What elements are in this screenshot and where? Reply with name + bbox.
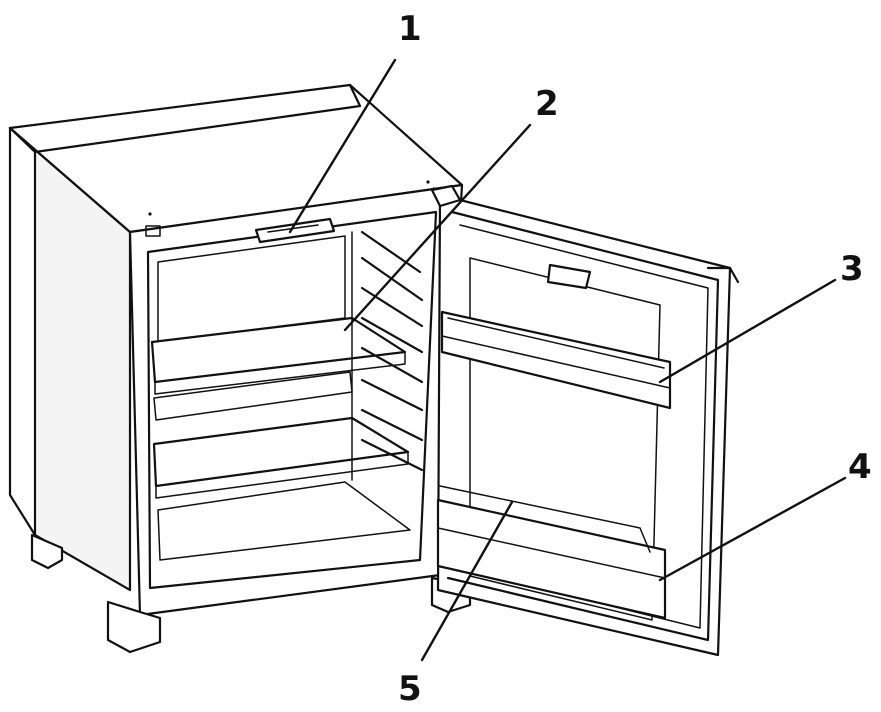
top-edge-line [33, 104, 362, 154]
leader-1 [288, 58, 397, 234]
foot-front-left [106, 600, 162, 654]
top-back-corner [348, 83, 362, 108]
door [430, 184, 740, 657]
callout-1: 1 [398, 9, 422, 49]
shelf-upper-edge [154, 351, 406, 395]
door-shelf-lower [436, 498, 667, 620]
leader-lines [288, 58, 847, 662]
door-gasket-outer [446, 210, 720, 642]
interior [146, 210, 438, 590]
callout-2: 2 [535, 84, 559, 124]
door-shelf-lower-bar [439, 485, 651, 553]
dot-marker [148, 212, 152, 216]
hinge-marker-left [145, 225, 161, 237]
door-shelf-upper-front [441, 335, 671, 389]
door-handle-top [706, 266, 740, 284]
dot-marker [426, 180, 430, 184]
callout-labels: 1 2 3 4 5 [398, 9, 872, 709]
leader-5 [420, 500, 514, 662]
shelf-lower-edge [155, 451, 409, 499]
door-latch [546, 263, 592, 290]
door-hinge-top [430, 184, 462, 208]
leader-3 [658, 278, 837, 384]
door-liner [469, 257, 661, 621]
door-shelf-upper [440, 310, 672, 410]
leader-2 [343, 123, 532, 332]
foot-left-back [30, 533, 64, 570]
interior-floor [157, 481, 411, 561]
leader-4 [658, 476, 847, 582]
door-shelf-upper-rim [447, 317, 665, 369]
side-back-edge [8, 126, 37, 537]
door-shelf-lower-front [437, 527, 666, 579]
callout-5: 5 [398, 669, 422, 709]
callout-4: 4 [848, 447, 872, 487]
callout-3: 3 [840, 249, 864, 289]
